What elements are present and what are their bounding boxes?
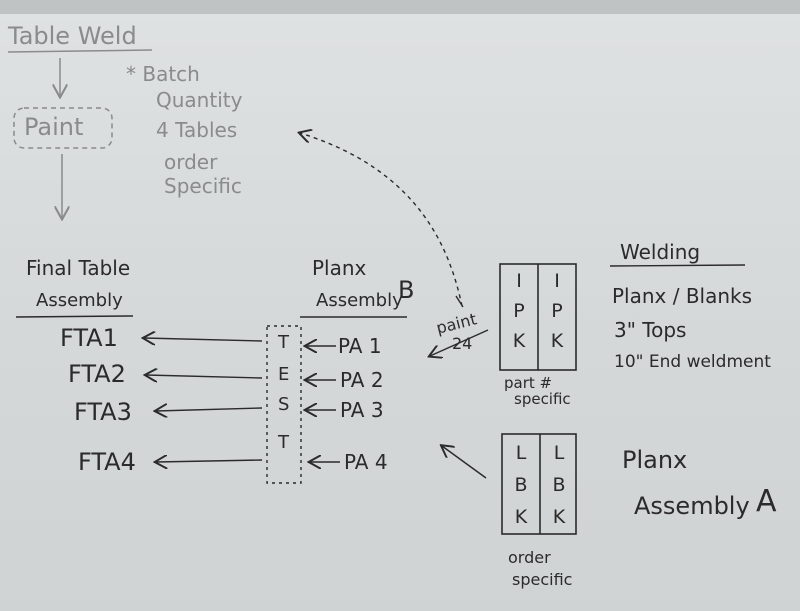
lbk-col2-row1: L [553,442,565,464]
ipk-caption-line1: part # [504,374,553,392]
welding-item-3: 10" End weldment [614,352,771,372]
paint-24-arrow [430,329,489,356]
paint-dashed-box [13,107,113,149]
welding-item-1: Planx / Blanks [612,284,753,308]
planx-a-line1: Planx [622,446,688,474]
dashed-arrow-to-4-tables [300,133,463,307]
order-specific-line2: Specific [164,174,242,198]
pa-item-2: PA 2 [340,368,384,392]
planx-b-title-line1: Planx [312,256,367,280]
planx-a-line2: Assembly [634,492,750,520]
planx-b-title-line2: Assembly [316,290,403,311]
lbk-col2-row3: K [552,506,566,528]
test-letter-1: T [278,332,289,353]
ipk-col1-row1: I [516,270,522,292]
fta-title-line2: Assembly [36,290,123,311]
lbk-col1-row2: B [514,474,528,496]
welding-title: Welding [620,240,701,264]
ipk-col2-row1: I [554,270,560,292]
arrow-lbk-to-pa4 [442,446,487,479]
fta-item-2: FTA2 [68,360,126,388]
batch-note-line2: Quantity [156,88,243,112]
test-letter-2: E [278,364,290,385]
pa-item-3: PA 3 [340,398,384,422]
ipk-col2-row3: K [550,330,564,352]
arrow-fta3 [156,408,263,411]
fta-item-3: FTA3 [74,398,132,426]
test-letter-3: S [278,394,290,415]
ipk-col1-row2: P [513,300,525,322]
lbk-card-outline [501,433,577,535]
table-weld-underline [7,49,153,53]
lbk-col2-row2: B [552,474,566,496]
planx-b-suffix: B [398,276,415,304]
pa-item-4: PA 4 [344,450,388,474]
paint-label: Paint [24,113,84,141]
table-weld-label: Table Weld [8,22,137,50]
lbk-caption-line1: order [508,548,551,567]
order-specific-line1: order [164,150,218,174]
lbk-caption-line2: specific [512,570,573,589]
arrow-fta4 [156,460,263,462]
test-dotted-box [266,325,302,484]
ipk-caption-line2: specific [514,390,571,408]
ipk-col2-row2: P [551,300,563,322]
fta-title-line1: Final Table [26,256,131,280]
fta-item-1: FTA1 [60,324,118,352]
pa-item-1: PA 1 [338,334,382,358]
dashed-arrow-tip [455,295,464,308]
whiteboard-frame [0,0,800,14]
batch-note-line1: * Batch [126,62,200,86]
fta-item-4: FTA4 [78,448,136,476]
fta-title-underline [15,315,134,318]
paint-note-line2: 24 [452,334,473,353]
planx-a-suffix: A [756,484,777,519]
lbk-col1-row3: K [514,506,528,528]
welding-item-2: 3" Tops [614,318,687,342]
batch-note-line3: 4 Tables [156,118,238,142]
test-letter-4: T [278,432,289,453]
arrow-fta2 [146,375,263,378]
ipk-col1-row3: K [512,330,526,352]
welding-underline [609,264,746,267]
arrow-fta1 [144,338,263,341]
lbk-col1-row1: L [515,442,527,464]
